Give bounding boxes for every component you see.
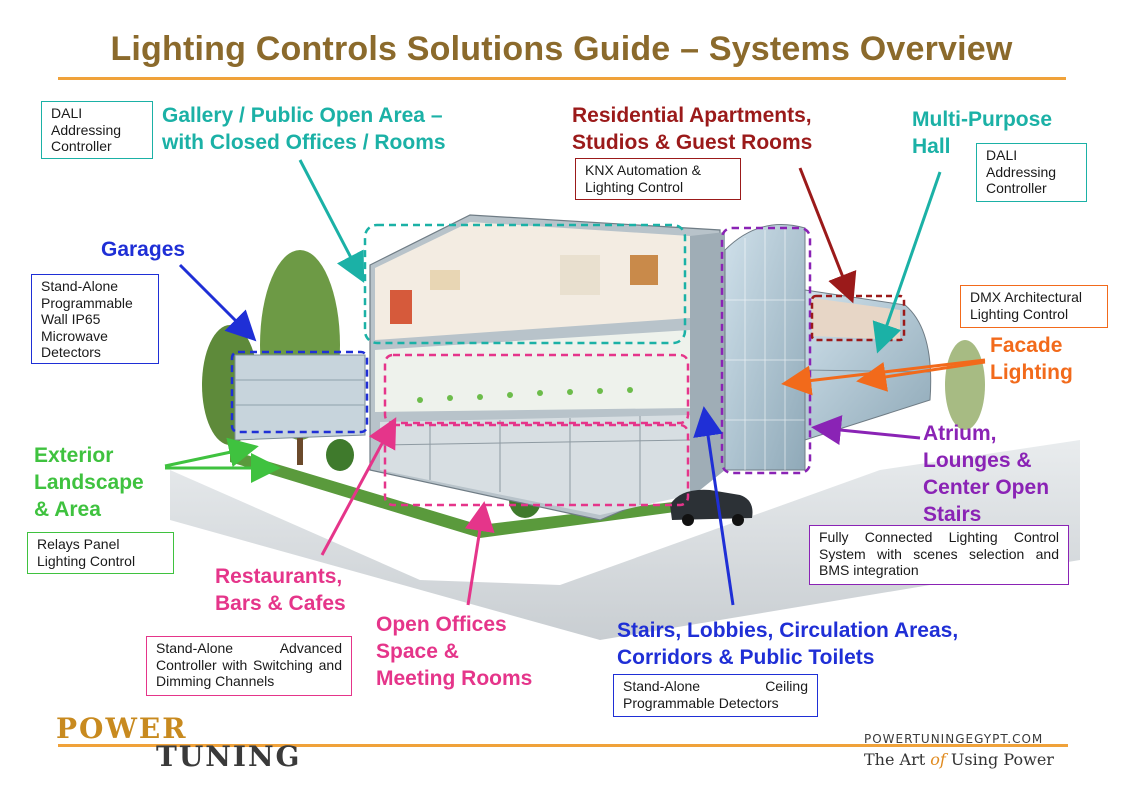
advanced-controller-box: Stand-Alone Advanced Controller with Swi… xyxy=(146,636,352,696)
residential-zone-outline xyxy=(810,294,906,342)
tagline: The Art of Using Power xyxy=(864,750,1054,769)
gallery-arrow xyxy=(298,159,365,283)
title-underline xyxy=(58,77,1066,80)
knx-box: KNX Automation & Lighting Control xyxy=(575,158,741,200)
standalone-wall-box: Stand-Alone Programmable Wall IP65 Micro… xyxy=(31,274,159,364)
facade-label: Facade Lighting xyxy=(990,334,1073,384)
garage-zone-outline xyxy=(230,350,369,434)
dali-right-box: DALI Addressing Controller xyxy=(976,143,1087,202)
exterior-arrow-1 xyxy=(164,437,259,468)
stairs-arrow xyxy=(693,406,735,606)
website-text: PowerTuningEgypt.com xyxy=(864,732,1044,746)
restaurant-zone-outline xyxy=(383,353,690,425)
atrium-arrow xyxy=(811,415,921,446)
footer-rule xyxy=(58,744,1068,747)
relays-box: Relays Panel Lighting Control xyxy=(27,532,174,574)
stairs-label: Stairs, Lobbies, Circulation Areas, Corr… xyxy=(617,619,959,669)
multipurpose-label: Multi-Purpose Hall xyxy=(912,108,1052,158)
open-offices-label: Open Offices Space & Meeting Rooms xyxy=(376,613,533,690)
garages-arrow xyxy=(178,263,257,342)
office-zone-outline xyxy=(383,423,690,507)
ceiling-detectors-box: Stand-Alone Ceiling Programmable Detecto… xyxy=(613,674,818,717)
website-logo: PowerTuningEgypt.com The Art of Using Po… xyxy=(860,732,1070,778)
plaza-ground xyxy=(170,440,1080,640)
facade-arrow-2 xyxy=(856,360,986,392)
office-arrow xyxy=(464,501,495,606)
garages-label: Garages xyxy=(101,238,186,261)
fully-connected-box: Fully Connected Lighting Control System … xyxy=(809,525,1069,585)
residential-arrow xyxy=(798,167,857,304)
gallery-zone-outline xyxy=(363,223,687,345)
power-tuning-logo: POWER TUNING xyxy=(56,712,302,773)
tree xyxy=(326,439,354,471)
atrium-label: Atrium, Lounges & Center Open Stairs xyxy=(923,422,1050,526)
atrium-zone-outline xyxy=(720,226,812,475)
restaurant-arrow xyxy=(320,417,397,556)
dali-left-box: DALI Addressing Controller xyxy=(41,101,153,159)
dmx-box: DMX Architectural Lighting Control xyxy=(960,285,1108,328)
grass-strip xyxy=(230,450,690,538)
gallery-label: Gallery / Public Open Area – with Closed… xyxy=(162,104,446,154)
multipurpose-arrow xyxy=(872,171,942,354)
exterior-label: Exterior Landscape & Area xyxy=(34,444,144,521)
restaurants-label: Restaurants, Bars & Cafes xyxy=(215,565,346,615)
residential-label: Residential Apartments, Studios & Guest … xyxy=(572,104,813,154)
page-title: Lighting Controls Solutions Guide – Syst… xyxy=(110,30,1013,68)
